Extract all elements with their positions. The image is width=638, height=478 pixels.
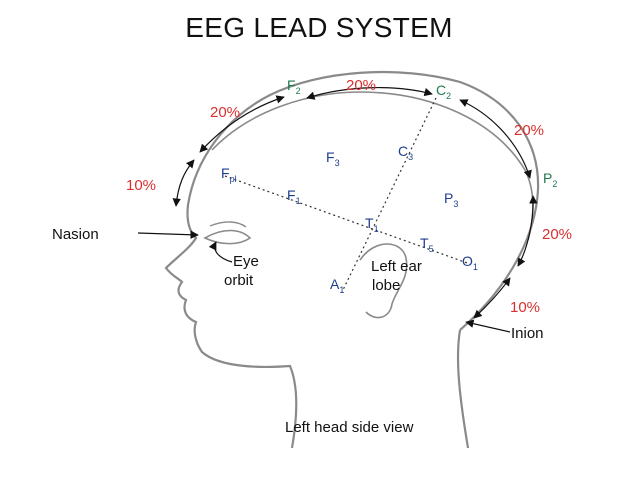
label-lobe: lobe (372, 277, 400, 294)
electrode-f3: F3 (326, 149, 340, 168)
pct-right-upper: 20% (514, 122, 544, 139)
arrow-right-middle (517, 195, 538, 267)
arrow-right-upper (459, 99, 532, 179)
electrode-f1: F1 (287, 187, 301, 206)
eye-orbit-pointer (208, 241, 233, 263)
back-neck-outline (456, 329, 470, 449)
pct-left-lower: 10% (126, 177, 156, 194)
head-outline (164, 70, 540, 449)
pct-top-center: 20% (346, 77, 376, 94)
electrode-p2: P2 (543, 170, 557, 189)
nasion-pointer (137, 230, 199, 239)
label-left-ear: Left ear (371, 258, 422, 275)
arrow-left-lower (172, 159, 195, 207)
eye-brow (209, 221, 247, 228)
label-orbit: orbit (224, 272, 254, 289)
electrode-t1: T1 (365, 215, 379, 234)
pct-right-lower: 10% (510, 299, 540, 316)
electrode-c2: C2 (436, 82, 451, 101)
inion-pointer (465, 319, 511, 333)
slide-title: EEG LEAD SYSTEM (185, 12, 453, 43)
electrode-p3: P3 (444, 190, 458, 209)
arrow-left-upper (199, 95, 285, 153)
eye-shape (203, 229, 252, 245)
ear-shape (359, 243, 408, 319)
electrode-o1: O1 (462, 253, 478, 272)
electrode-c3: C3 (398, 143, 413, 162)
diagram-caption: Left head side view (285, 419, 414, 436)
label-inion: Inion (511, 325, 544, 342)
pct-right-middle: 20% (542, 226, 572, 243)
pct-left-upper: 20% (210, 104, 240, 121)
fp1-o1-line (224, 175, 471, 265)
electrode-fp1: Fpl (221, 165, 237, 184)
label-eye: Eye (233, 253, 259, 270)
electrode-f2: F2 (287, 77, 301, 96)
label-nasion: Nasion (52, 226, 99, 243)
electrode-t5: T5 (420, 235, 434, 254)
c2-a1-line (341, 97, 437, 293)
arrow-top-center (306, 87, 433, 100)
arrow-right-lower (473, 277, 511, 319)
electrode-a1: A1 (330, 276, 344, 295)
